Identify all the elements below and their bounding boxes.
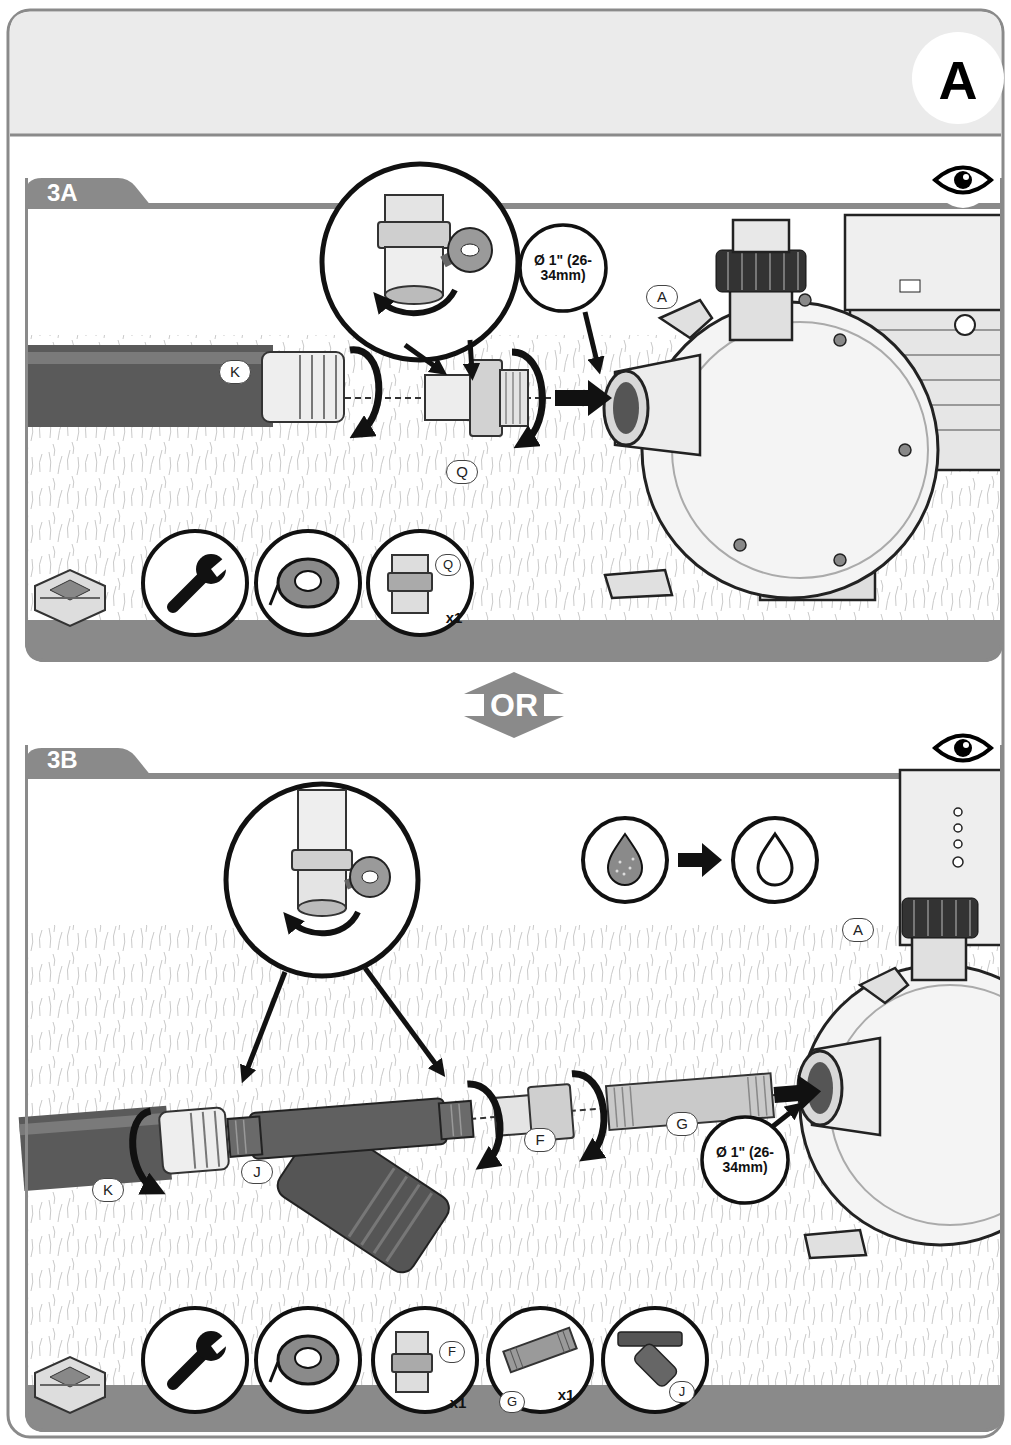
dimension-text: Ø 1" (26-34mm) bbox=[518, 223, 608, 313]
quantity: x1 bbox=[558, 1386, 575, 1403]
pointer-arrow bbox=[772, 1108, 796, 1127]
edge-label: OR bbox=[490, 687, 538, 724]
part-letter: Q bbox=[446, 460, 478, 484]
part-letter: J bbox=[241, 1160, 273, 1184]
part-letter: G bbox=[666, 1112, 698, 1136]
part-letter: J bbox=[669, 1381, 695, 1403]
step-number: 3B bbox=[47, 747, 78, 773]
tool-icons bbox=[35, 531, 472, 635]
dimension-callout: Ø 1" (26-34mm) bbox=[700, 1115, 790, 1205]
step-number: 3A bbox=[47, 180, 78, 206]
eye-icon bbox=[935, 152, 991, 208]
dimension-callout: Ø 1" (26-34mm) bbox=[518, 223, 608, 313]
part-letter: A bbox=[842, 918, 874, 942]
part-letter: F bbox=[439, 1341, 465, 1363]
alternative-arrow bbox=[464, 672, 564, 738]
part-letter: Q bbox=[435, 554, 461, 576]
quantity: x1 bbox=[450, 1394, 467, 1411]
part-letter: K bbox=[219, 360, 251, 384]
part-letter: G bbox=[499, 1391, 525, 1413]
pump-illustration bbox=[604, 215, 1003, 600]
part-letter: A bbox=[646, 285, 678, 309]
filter-assembly bbox=[19, 1054, 833, 1307]
pump-illustration bbox=[798, 770, 1003, 1258]
part-letter: K bbox=[92, 1178, 124, 1202]
step-panel: 3A Ø 1" (26-34mm) bbox=[25, 178, 1003, 662]
zoom-detail bbox=[226, 784, 440, 1075]
part-letter: F bbox=[524, 1128, 556, 1152]
zoom-detail bbox=[322, 164, 518, 372]
quantity: x1 bbox=[446, 609, 463, 626]
panel-chrome bbox=[25, 748, 1003, 1432]
tool-icons bbox=[35, 1308, 707, 1413]
hose-assembly bbox=[28, 312, 612, 442]
water-icons bbox=[583, 818, 817, 902]
eye-icon bbox=[935, 720, 991, 776]
step-panel: 3B Ø 1" (26-34mm) bbox=[25, 745, 1003, 1432]
dimension-text: Ø 1" (26-34mm) bbox=[700, 1115, 790, 1205]
page-letter: A bbox=[939, 50, 978, 110]
